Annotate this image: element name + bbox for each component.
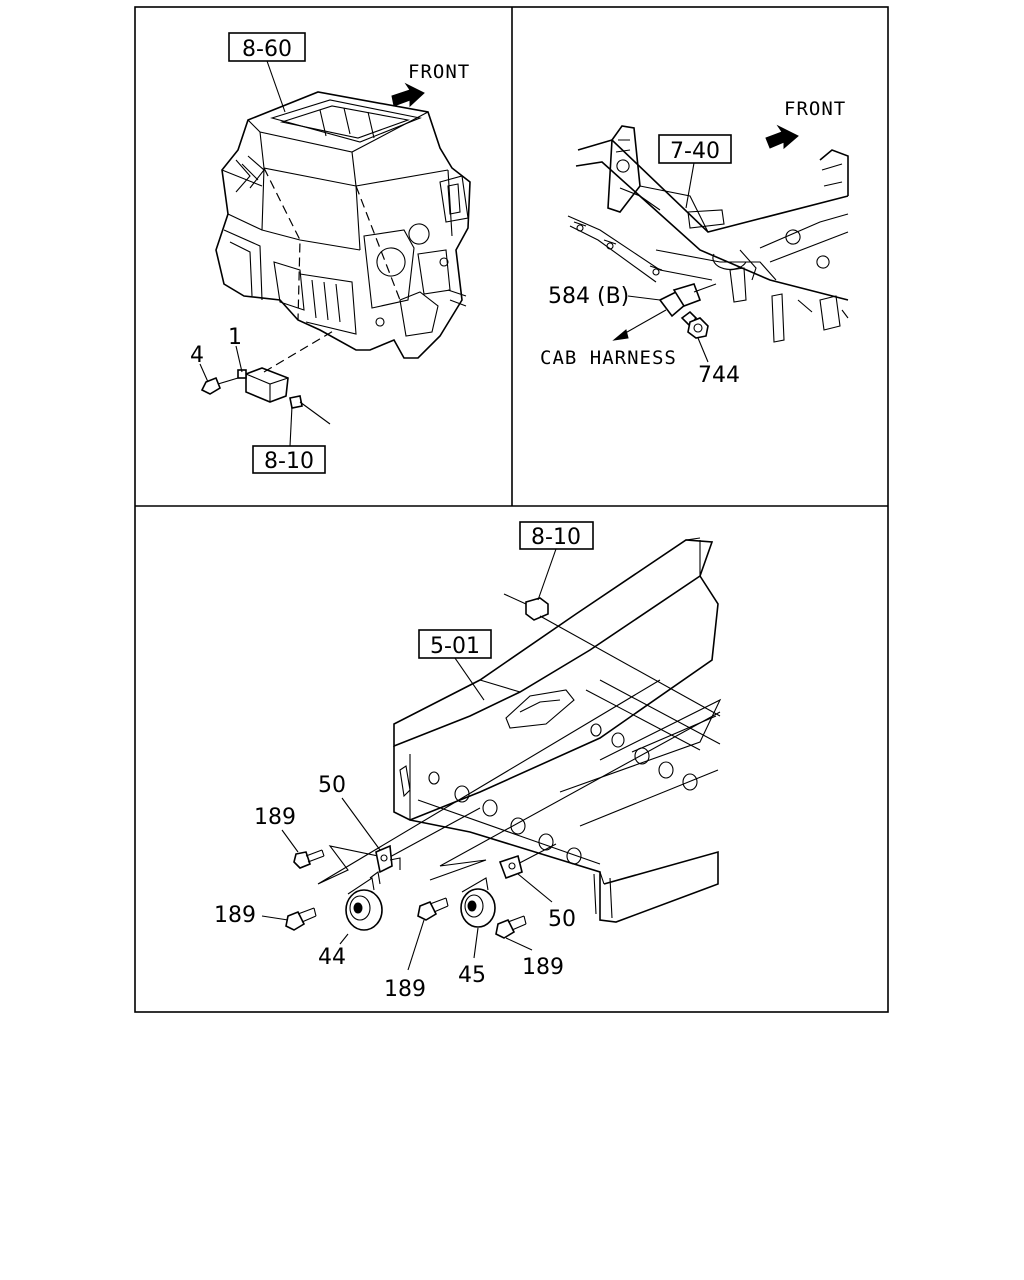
ref-box-7-40[interactable]: 7-40 bbox=[658, 134, 732, 164]
cab-harness-label: CAB HARNESS bbox=[540, 347, 677, 369]
ref-box-8-10-bottom[interactable]: 8-10 bbox=[519, 521, 594, 550]
ref-box-8-10-bottom-label: 8-10 bbox=[531, 525, 581, 550]
ref-box-5-01[interactable]: 5-01 bbox=[418, 629, 492, 659]
horn-45 bbox=[460, 877, 496, 928]
frame-rail-illustration bbox=[393, 537, 722, 923]
callout-1: 1 bbox=[228, 325, 242, 350]
callout-189-a: 189 bbox=[254, 805, 296, 830]
harness-connector-bottom bbox=[503, 593, 721, 717]
cab-harness-arrow-icon bbox=[612, 309, 667, 341]
callout-50-right: 50 bbox=[548, 907, 576, 932]
callout-44: 44 bbox=[318, 945, 346, 970]
chassis-frame-illustration bbox=[567, 125, 849, 343]
bracket-50-right bbox=[498, 854, 523, 880]
ref-box-8-60-label: 8-60 bbox=[242, 37, 292, 62]
callout-4: 4 bbox=[190, 343, 204, 368]
nut-744 bbox=[687, 317, 709, 339]
part-1-module bbox=[237, 367, 289, 403]
front-label-top-left: FRONT bbox=[408, 61, 470, 83]
bolt-189-d bbox=[495, 915, 527, 939]
callout-189-b: 189 bbox=[214, 903, 256, 928]
connector-584b bbox=[658, 283, 717, 328]
hvac-unit-illustration bbox=[215, 91, 471, 359]
callout-50-left: 50 bbox=[318, 773, 346, 798]
horn-44 bbox=[345, 871, 383, 931]
panel-frames bbox=[134, 6, 889, 1013]
front-label-top-right: FRONT bbox=[784, 98, 846, 120]
ref-box-7-40-label: 7-40 bbox=[670, 139, 720, 164]
ref-box-8-10-top-label: 8-10 bbox=[264, 449, 314, 474]
ref-box-8-10-top[interactable]: 8-10 bbox=[252, 445, 326, 474]
bracket-50-left bbox=[375, 844, 401, 874]
callout-45: 45 bbox=[458, 963, 486, 988]
panel-bottom: 8-10 5-01 50 44 bbox=[214, 521, 722, 1002]
callout-189-c: 189 bbox=[384, 977, 426, 1002]
ref-box-8-60[interactable]: 8-60 bbox=[228, 32, 306, 62]
bolt-189-b bbox=[285, 907, 317, 931]
bolt-189-c bbox=[417, 897, 449, 921]
callout-189-d: 189 bbox=[522, 955, 564, 980]
front-arrow-icon bbox=[391, 82, 425, 108]
panel-top-left: 8-60 FRONT 1 4 8-10 bbox=[190, 32, 471, 474]
ref-box-5-01-label: 5-01 bbox=[430, 634, 480, 659]
callout-584b: 584 (B) bbox=[548, 284, 629, 309]
callout-744: 744 bbox=[698, 363, 740, 388]
harness-connector-top-left bbox=[289, 395, 331, 425]
bolt-189-a bbox=[293, 849, 325, 869]
panel-top-right: 7-40 FRONT 584 (B) CAB HARNESS 744 bbox=[540, 98, 849, 388]
bolt-4 bbox=[200, 376, 239, 395]
front-arrow-icon bbox=[765, 124, 799, 150]
